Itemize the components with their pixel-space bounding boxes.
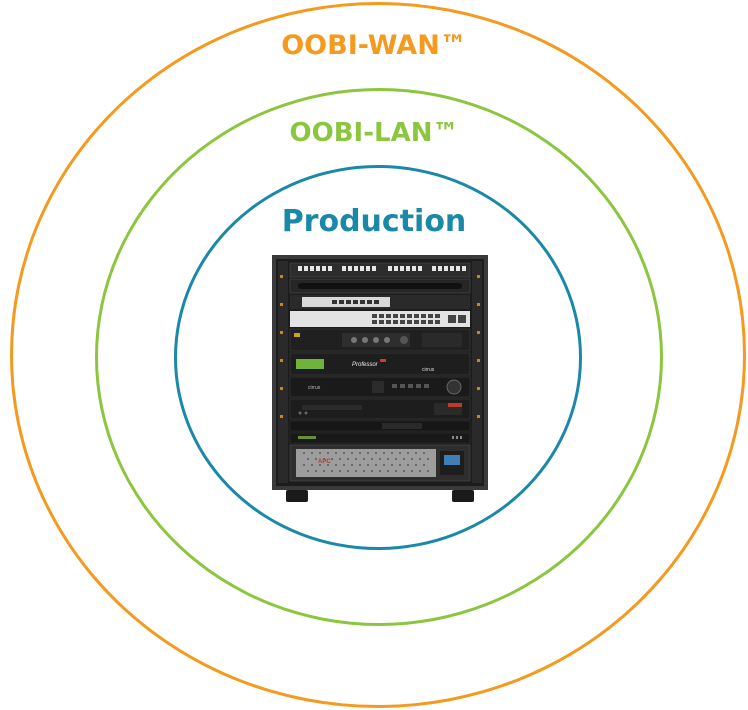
server-rack-icon: Professor cirrus cirrus APC: [272, 255, 488, 502]
rack-foot: [452, 490, 474, 502]
device-label-cirrus-2: cirrus: [308, 385, 321, 391]
media-player: [289, 352, 471, 376]
oobi-lan-ring: [95, 88, 663, 626]
patch-panel: [289, 262, 471, 278]
oobi-wan-ring: [10, 2, 746, 708]
production-label: Production: [281, 204, 467, 239]
disc-player: [289, 398, 471, 420]
device-label-cirrus-1: cirrus: [422, 367, 435, 373]
rack-foot: [286, 490, 308, 502]
device-label-apc: APC: [318, 459, 331, 465]
production-ring: [174, 165, 582, 550]
device-label-professor: Professor: [352, 362, 379, 368]
oobi-wan-label: OOBI-WAN™: [281, 30, 467, 61]
network-switch-24-port: [290, 311, 470, 327]
oobi-lan-label: OOBI-LAN™: [289, 118, 459, 148]
